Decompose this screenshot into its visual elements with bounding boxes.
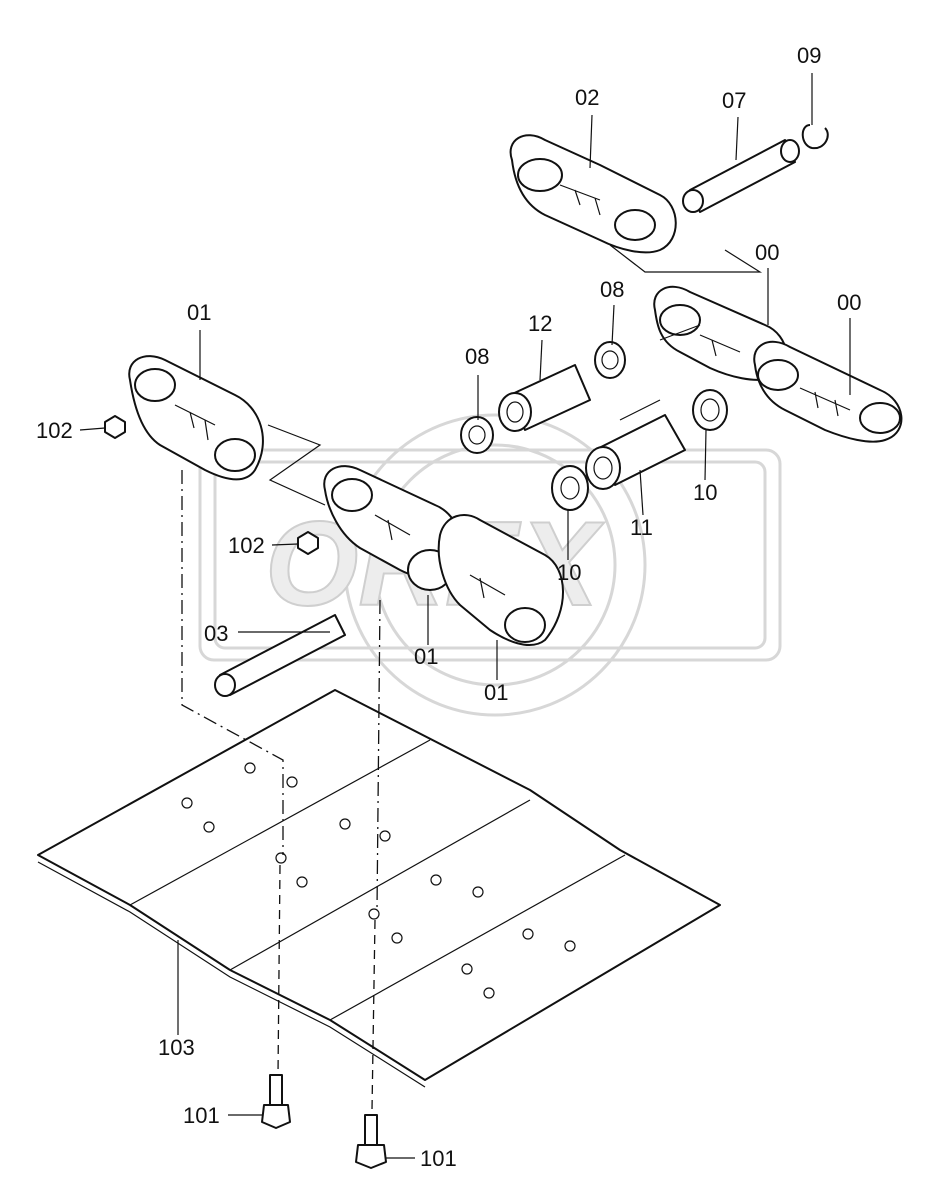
track-shoe-plates [37, 689, 721, 1088]
label-12: 12 [528, 311, 552, 336]
label-03: 03 [204, 621, 228, 646]
seal-10-left [551, 465, 589, 511]
label-02: 02 [575, 85, 599, 110]
label-10-right: 10 [693, 480, 717, 505]
label-00-b: 00 [837, 290, 861, 315]
pin-07 [682, 139, 800, 213]
label-101-right: 101 [420, 1146, 457, 1171]
leader-lines [79, 73, 851, 1159]
label-08-left: 08 [465, 344, 489, 369]
seal-10-right [692, 389, 728, 431]
label-103: 103 [158, 1035, 195, 1060]
seal-08-right [594, 341, 626, 379]
bushing-11 [585, 414, 686, 490]
pin-03 [214, 614, 346, 697]
assembly-lines [181, 244, 763, 1111]
label-07: 07 [722, 88, 746, 113]
label-01-low: 01 [484, 680, 508, 705]
bushing-12 [498, 364, 591, 432]
part-labels: 02 07 09 00 00 01 08 12 08 102 10 11 10 … [36, 43, 861, 1171]
label-09: 09 [797, 43, 821, 68]
link-01-top [128, 355, 264, 481]
label-08-right: 08 [600, 277, 624, 302]
label-102-mid: 102 [228, 533, 265, 558]
label-101-left: 101 [183, 1103, 220, 1128]
link-01-low [437, 514, 564, 646]
label-01-top: 01 [187, 300, 211, 325]
bolt-101-left [261, 1074, 291, 1129]
nut-102-top [104, 415, 126, 439]
label-10-left: 10 [557, 560, 581, 585]
seal-08-left [460, 416, 494, 454]
label-102-top: 102 [36, 418, 73, 443]
nut-102-mid [297, 531, 319, 555]
link-00-b [753, 340, 903, 443]
label-11: 11 [630, 515, 653, 540]
link-02 [509, 134, 677, 254]
label-01-mid: 01 [414, 644, 438, 669]
label-00-a: 00 [755, 240, 779, 265]
clip-09 [801, 124, 829, 150]
bolt-101-right [355, 1114, 387, 1169]
